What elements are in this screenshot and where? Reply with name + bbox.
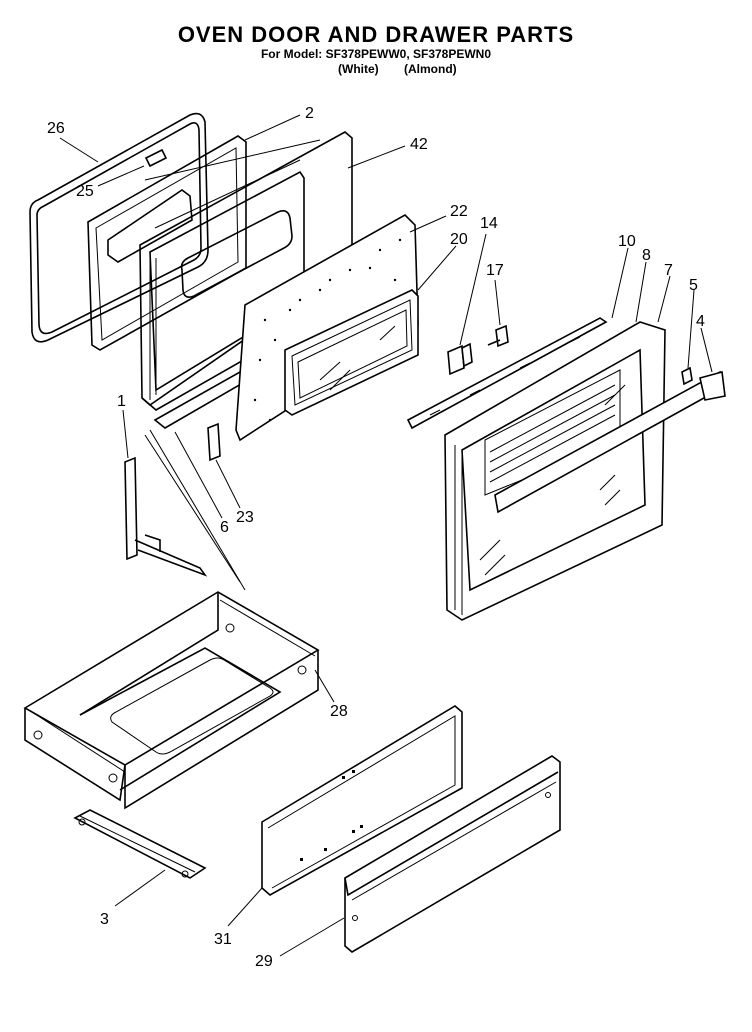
callout-23: 23	[236, 509, 254, 526]
part-door-gasket	[29, 112, 209, 343]
callout-4: 4	[696, 313, 705, 330]
part-drawer-body	[23, 591, 320, 810]
callout-8: 8	[642, 247, 651, 264]
part-door-handle	[699, 370, 726, 401]
part-drawer-front-panel	[261, 705, 463, 896]
callout-2: 2	[305, 105, 314, 122]
callout-31: 31	[214, 931, 232, 948]
part-latch	[447, 342, 473, 376]
callout-20: 20	[450, 231, 468, 248]
callout-7: 7	[664, 262, 673, 279]
callout-42: 42	[410, 136, 428, 153]
leader-lines	[59, 114, 713, 957]
callout-26: 26	[47, 120, 65, 137]
page-title: OVEN DOOR AND DRAWER PARTS	[177, 22, 575, 47]
part-clip	[144, 148, 168, 168]
variant-almond-label: (Almond)	[404, 62, 457, 76]
callout-10: 10	[618, 233, 636, 250]
callout-14: 14	[480, 215, 498, 232]
part-drawer-outer-front	[344, 755, 561, 953]
callout-6: 6	[220, 519, 229, 536]
part-small-bracket	[207, 422, 221, 462]
callout-22: 22	[450, 203, 468, 220]
part-handle-cap	[681, 366, 693, 386]
callout-5: 5	[689, 277, 698, 294]
callout-1: 1	[117, 393, 126, 410]
part-vent-strip	[406, 317, 608, 430]
part-door-trim	[144, 429, 246, 591]
model-numbers: For Model: SF378PEWW0, SF378PEWN0	[260, 47, 492, 61]
part-hinge	[124, 456, 208, 577]
callout-17: 17	[486, 262, 504, 279]
callout-25: 25	[76, 183, 94, 200]
part-outer-door	[444, 321, 723, 621]
callout-29: 29	[255, 953, 273, 970]
callout-3: 3	[100, 911, 109, 928]
part-drawer-slide	[73, 809, 207, 879]
callout-28: 28	[330, 703, 348, 720]
variant-white-label: (White)	[338, 62, 379, 76]
part-hook	[487, 324, 509, 348]
part-glass-pack	[284, 289, 419, 416]
